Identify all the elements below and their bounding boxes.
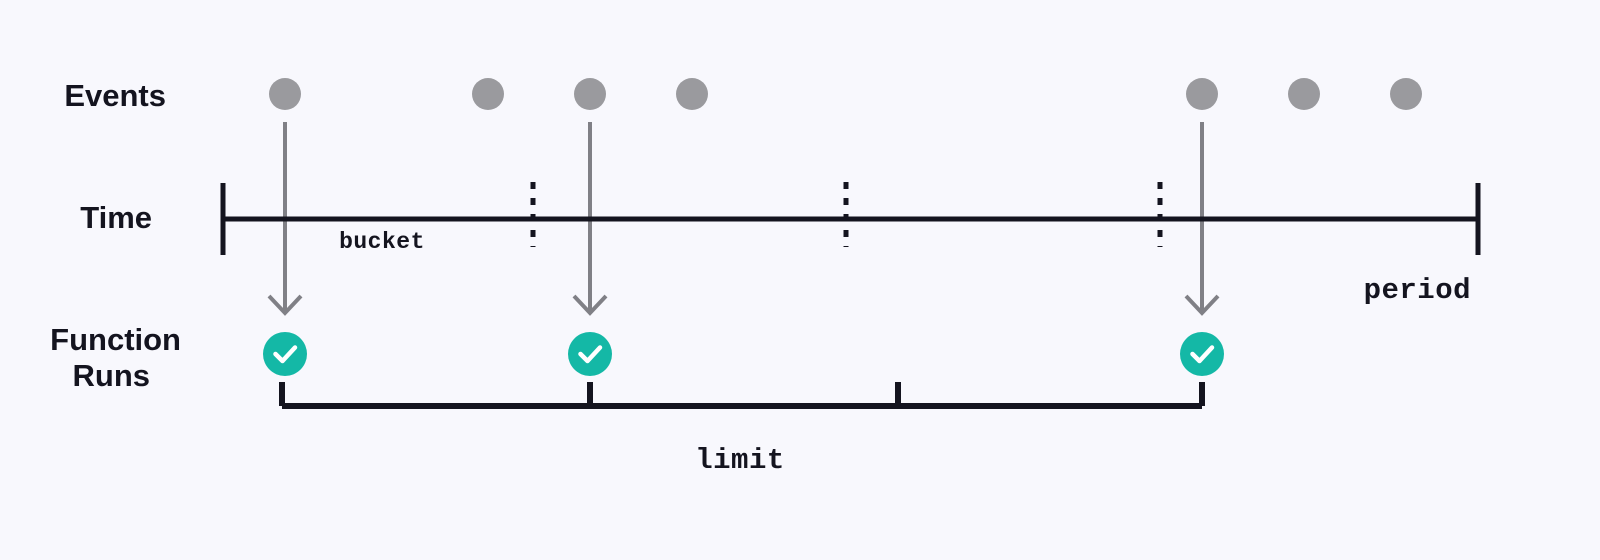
event-dot[interactable] (472, 78, 504, 110)
check-icon (1190, 345, 1215, 364)
run-status-circle[interactable] (1180, 332, 1224, 376)
event-dot[interactable] (269, 78, 301, 110)
limit-label: limit (695, 444, 785, 477)
arrow-head (267, 294, 303, 316)
run-status-circle[interactable] (568, 332, 612, 376)
function-run-marker[interactable] (1180, 332, 1224, 376)
function-run-marker[interactable] (263, 332, 307, 376)
limit-bracket (279, 382, 1205, 409)
row-label-function-runs-line1: Function (50, 322, 181, 357)
row-label-time: Time (80, 200, 152, 235)
bucket-dividers (530, 182, 1163, 247)
check-icon (578, 345, 603, 364)
bucket-label: bucket (339, 229, 425, 255)
function-run-marker[interactable] (568, 332, 612, 376)
run-status-circle[interactable] (263, 332, 307, 376)
row-label-events: Events (64, 78, 166, 113)
event-dots (269, 78, 1422, 110)
arrow-head (1184, 294, 1220, 316)
row-label-function-runs-line2: Runs (73, 358, 151, 393)
event-dot[interactable] (1390, 78, 1422, 110)
function-run-markers (263, 332, 1224, 376)
arrow-head (572, 294, 608, 316)
event-dot[interactable] (1288, 78, 1320, 110)
event-dot[interactable] (1186, 78, 1218, 110)
check-icon (273, 345, 298, 364)
event-dot[interactable] (676, 78, 708, 110)
period-label: period (1364, 274, 1471, 307)
time-axis (220, 183, 1481, 255)
event-dot[interactable] (574, 78, 606, 110)
